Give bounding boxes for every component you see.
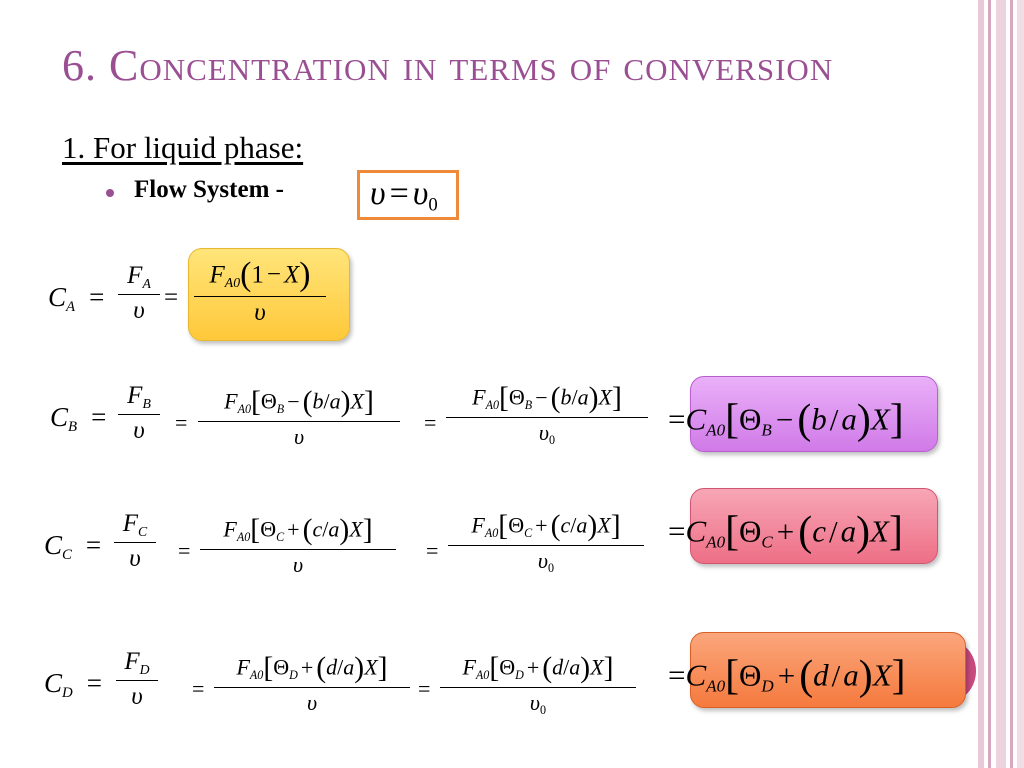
equation-ca-lhs: CA=	[48, 282, 105, 316]
fraction-cd-expanded-nu0: FA0[ΘD+(d/a)X] υ0	[440, 652, 636, 718]
fraction-cc-expanded-nu: FA0[ΘC+(c/a)X] υ	[200, 514, 396, 578]
equals-sign: =	[418, 676, 431, 701]
equation-cd-result: =CA0[ΘD+(d/a)X]	[668, 653, 906, 699]
bullet-label: Flow System -	[134, 176, 284, 203]
fraction-cd-expanded-nu: FA0[ΘD+(d/a)X] υ	[214, 652, 410, 716]
fraction-cb-expanded-nu: FA0[ΘB−(b/a)X] υ	[198, 386, 400, 450]
equals-sign: =	[424, 410, 437, 435]
page-title: 6. Concentration in terms of conversion	[62, 41, 834, 90]
fraction-ca-expanded: FA0(1−X) υ	[194, 256, 326, 327]
right-border-stripe	[1010, 0, 1013, 768]
right-border-stripe	[978, 0, 984, 768]
fraction-fc-over-nu: FC υ	[114, 510, 156, 573]
equation-cd-lhs: CD=	[44, 668, 102, 702]
equals-sign: =	[426, 538, 439, 563]
flow-condition-equation: υ=υ0	[370, 175, 438, 216]
equation-cc-result: =CA0[ΘC+(c/a)X]	[668, 509, 903, 555]
equation-cc-lhs: CC=	[44, 530, 102, 564]
fraction-fa-over-nu: FA υ	[118, 262, 160, 325]
fraction-cb-expanded-nu0: FA0[ΘB−(b/a)X] υ0	[446, 382, 648, 448]
equals-sign: =	[164, 284, 179, 311]
highlight-box-cb	[690, 376, 938, 452]
equals-sign: =	[192, 676, 205, 701]
highlight-box-ca	[188, 248, 350, 341]
fraction-cc-expanded-nu0: FA0[ΘC+(c/a)X] υ0	[448, 510, 644, 576]
equation-cb-lhs: CB=	[50, 402, 107, 436]
right-border-stripe	[1017, 0, 1024, 768]
highlight-box-cc	[690, 488, 938, 564]
equals-sign: =	[178, 538, 191, 563]
equation-cb-result: =CA0[ΘB−(b/a)X]	[668, 397, 904, 443]
fraction-fd-over-nu: FD υ	[116, 648, 158, 711]
right-border-stripe	[996, 0, 1006, 768]
fraction-fb-over-nu: FB υ	[118, 382, 160, 445]
section-subtitle: 1. For liquid phase:	[62, 130, 304, 165]
equals-sign: =	[175, 410, 188, 435]
highlight-box-cd	[690, 632, 966, 708]
bullet-dot-icon	[106, 189, 114, 197]
flow-condition-box: υ=υ0	[357, 170, 459, 220]
right-border-stripe	[988, 0, 991, 768]
